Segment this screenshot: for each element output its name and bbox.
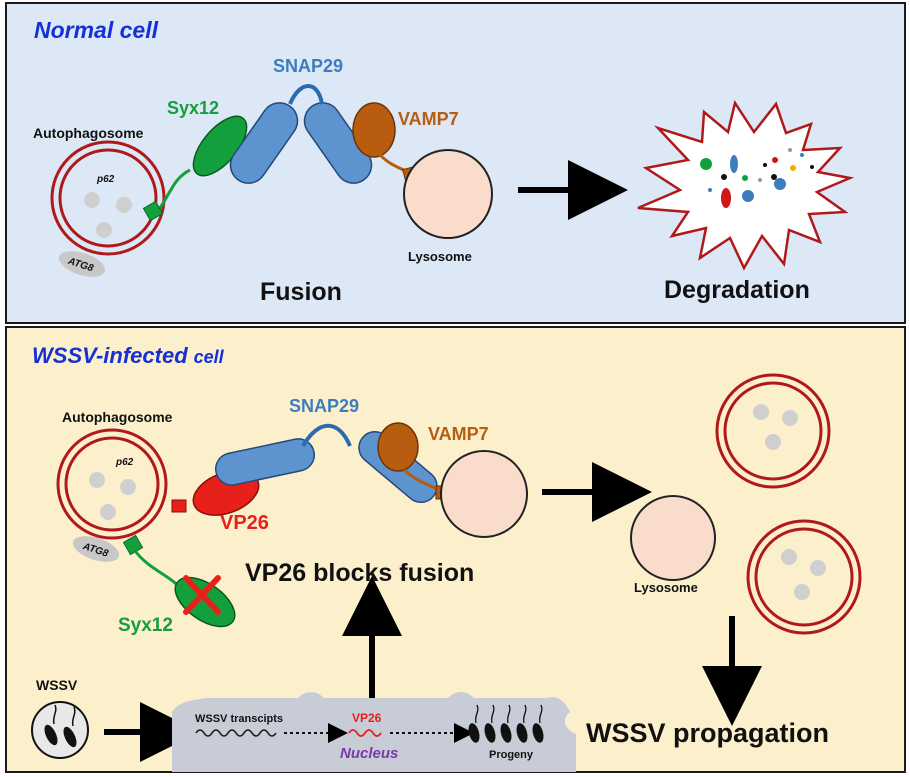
syx12-label-top: Syx12 bbox=[167, 98, 219, 118]
vp26-small-label: VP26 bbox=[352, 711, 382, 725]
wssv-virion-icon bbox=[31, 701, 89, 759]
autophagosome-right-upper bbox=[715, 373, 831, 489]
p62-label-bottom: p62 bbox=[115, 457, 134, 468]
vamp7-label-top: VAMP7 bbox=[398, 109, 459, 129]
lysosome-bottom-right bbox=[630, 495, 716, 581]
nucleus-shape bbox=[172, 692, 576, 772]
syx12-label-bottom: Syx12 bbox=[118, 615, 173, 636]
vp26-anchor bbox=[171, 499, 187, 513]
syx12-anchor-bottom bbox=[122, 534, 144, 556]
p62-particle bbox=[120, 479, 136, 495]
snap29-label-top: SNAP29 bbox=[273, 56, 343, 76]
atg8-protein bbox=[58, 251, 106, 277]
autophagosome-bottom bbox=[56, 428, 168, 562]
bottom-title-suffix: cell bbox=[194, 347, 225, 367]
lysosome-top bbox=[403, 149, 493, 239]
transcripts-label: WSSV transcipts bbox=[195, 713, 283, 725]
p62-particle bbox=[89, 472, 105, 488]
snap29-linker bbox=[288, 84, 324, 105]
nucleus-label: Nucleus bbox=[340, 745, 398, 762]
syx12-anchor bbox=[142, 200, 164, 222]
degradation-label: Degradation bbox=[664, 276, 810, 304]
snap29-helix bbox=[229, 102, 299, 184]
propagation-label: WSSV propagation bbox=[586, 718, 829, 748]
p62-particle bbox=[96, 222, 112, 238]
progeny-label: Progeny bbox=[489, 749, 534, 761]
vamp7-label-bottom: VAMP7 bbox=[428, 424, 489, 444]
snap29-label-bottom: SNAP29 bbox=[289, 396, 359, 416]
lysosome-label-bottom: Lysosome bbox=[634, 580, 698, 595]
snap29-helix bbox=[214, 438, 316, 486]
atg8-protein bbox=[72, 536, 120, 562]
lysosome-label-top: Lysosome bbox=[408, 249, 472, 264]
lysosome-bottom-left bbox=[440, 450, 528, 538]
fusion-label: Fusion bbox=[260, 278, 342, 306]
snap29-linker bbox=[301, 423, 352, 448]
wssv-label: WSSV bbox=[36, 677, 78, 693]
p62-particle bbox=[84, 192, 100, 208]
transcript-wave-icon bbox=[195, 729, 277, 737]
autophagosome-top bbox=[50, 140, 166, 277]
bottom-panel-title: WSSV-infected cell bbox=[32, 343, 225, 368]
degradation-burst bbox=[637, 99, 855, 271]
top-panel: Normal cell Autophagosome p62 ATG8 Syx12… bbox=[5, 2, 906, 324]
autophagosome-label-bottom: Autophagosome bbox=[62, 409, 173, 425]
p62-particle bbox=[100, 504, 116, 520]
vamp7-protein bbox=[352, 102, 396, 158]
vp26-transcript-icon bbox=[348, 729, 382, 737]
blocked-x-icon bbox=[183, 575, 221, 615]
p62-label-top: p62 bbox=[96, 174, 115, 185]
bottom-title-main: WSSV-infected bbox=[32, 343, 188, 368]
blocks-fusion-label: VP26 blocks fusion bbox=[245, 559, 474, 587]
progeny-icon bbox=[468, 704, 544, 743]
vp26-label: VP26 bbox=[220, 512, 269, 534]
vamp7-protein-bottom bbox=[377, 422, 419, 472]
top-panel-title: Normal cell bbox=[34, 17, 159, 43]
autophagosome-label-top: Autophagosome bbox=[33, 125, 144, 141]
p62-particle bbox=[116, 197, 132, 213]
autophagosome-right-lower bbox=[746, 519, 862, 635]
